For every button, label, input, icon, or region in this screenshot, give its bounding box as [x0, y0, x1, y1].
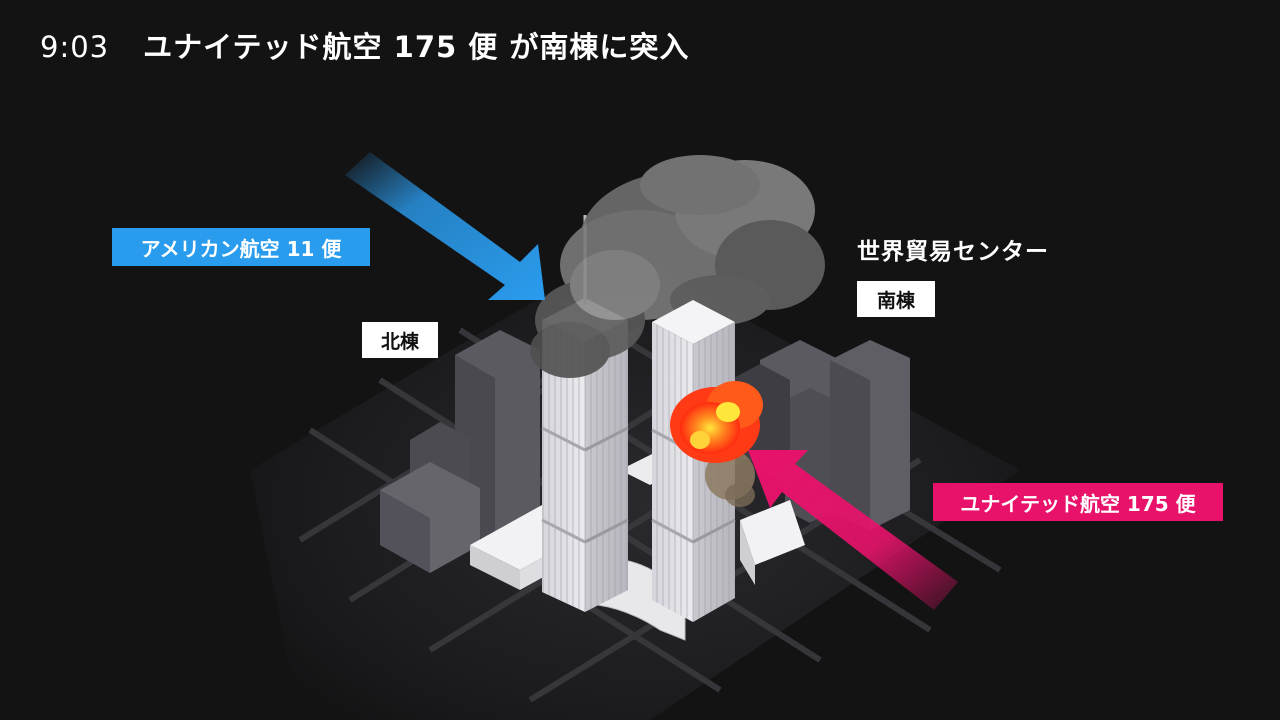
north-tower [541, 215, 629, 612]
headline-time: 9:03 [40, 30, 110, 64]
north-tower-label: 北棟 [362, 322, 438, 358]
wtc-title: 世界貿易センター [857, 239, 1049, 265]
smoke-cloud [530, 155, 825, 378]
surrounding-buildings [380, 330, 910, 573]
south-tower-label: 南棟 [857, 281, 935, 317]
united-flight-label: ユナイテッド航空 175 便 [933, 483, 1223, 521]
american-flight-arrow [345, 152, 545, 300]
explosion [670, 381, 763, 507]
headline-text: ユナイテッド航空 175 便 が南棟に突入 [143, 30, 690, 64]
united-flight-arrow [748, 450, 958, 610]
headline: 9:03 ユナイテッド航空 175 便 が南棟に突入 [40, 24, 689, 66]
american-flight-label: アメリカン航空 11 便 [112, 228, 370, 266]
